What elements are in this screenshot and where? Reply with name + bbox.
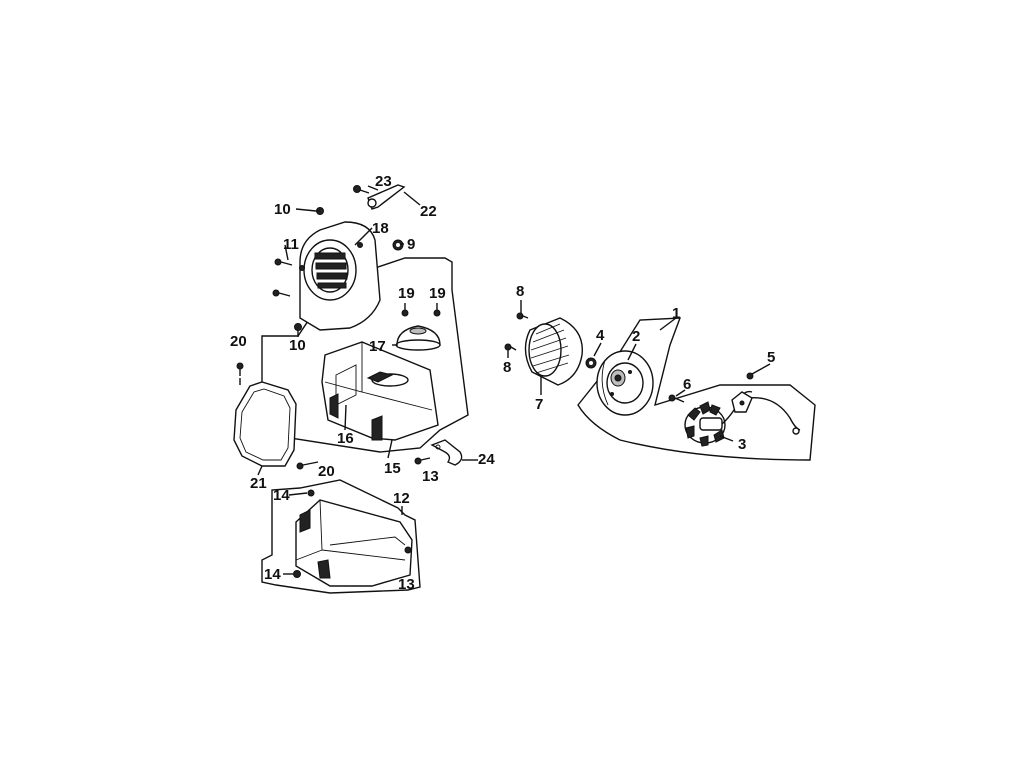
callout-5: 5 — [767, 349, 775, 366]
callout-22: 22 — [420, 203, 437, 220]
callout-23: 23 — [375, 173, 392, 190]
callout-13-lower: 13 — [398, 576, 415, 593]
callout-16: 16 — [337, 430, 354, 447]
callout-15: 15 — [384, 460, 401, 477]
pickup-part-5 — [731, 372, 800, 435]
right-assembly-outline — [577, 317, 816, 461]
bolt-part-10-lower — [294, 323, 302, 337]
screw-part-13-upper — [414, 457, 431, 465]
callout-14-bottom: 14 — [264, 566, 281, 583]
callout-1: 1 — [672, 305, 680, 322]
gasket-part-21 — [233, 381, 297, 467]
callout-2: 2 — [632, 328, 640, 345]
callout-8-left: 8 — [503, 359, 511, 376]
callout-9: 9 — [407, 236, 415, 253]
callout-4: 4 — [596, 327, 605, 344]
callout-13-upper: 13 — [422, 468, 439, 485]
stator-part-3 — [684, 390, 801, 447]
screw-part-14-top — [307, 489, 315, 497]
lower-cover-outline — [261, 479, 421, 594]
hook-part-24 — [430, 439, 463, 466]
callout-17: 17 — [369, 338, 386, 355]
callout-24: 24 — [478, 451, 495, 468]
bolt-part-19-left — [401, 303, 409, 317]
bolt-part-23 — [353, 185, 370, 194]
bolt-part-8-top — [516, 312, 529, 320]
callout-21: 21 — [250, 475, 267, 492]
callout-10-lower: 10 — [289, 337, 306, 354]
callout-20-bottom: 20 — [318, 463, 335, 480]
bracket-part-22 — [367, 184, 406, 210]
callout-14-top: 14 — [273, 487, 290, 504]
callout-8-top: 8 — [516, 283, 524, 300]
screw-part-11 — [272, 258, 293, 297]
callout-20-top: 20 — [230, 333, 247, 350]
bolt-part-8-left — [504, 343, 517, 351]
nut-part-9 — [392, 239, 404, 251]
lower-cover-part-12 — [295, 499, 413, 587]
bolt-part-19-right — [433, 303, 441, 317]
leader-lines — [239, 185, 771, 575]
shroud-part-16 — [321, 341, 439, 441]
callout-12: 12 — [393, 490, 410, 507]
flywheel-part-2 — [596, 350, 654, 416]
cap-part-17 — [395, 325, 441, 351]
callout-3: 3 — [738, 436, 746, 453]
callout-19-left: 19 — [398, 285, 415, 302]
fan-part-7 — [524, 317, 584, 386]
callout-11: 11 — [283, 236, 299, 253]
callout-6: 6 — [683, 376, 691, 393]
callout-18: 18 — [372, 220, 389, 237]
nut-part-4 — [585, 357, 597, 369]
callout-labels: 23 22 10 18 11 9 19 19 10 17 20 16 15 20… — [230, 173, 775, 593]
screw-part-6 — [668, 394, 685, 403]
callout-10-top: 10 — [274, 201, 291, 218]
screw-part-14-bottom — [293, 570, 301, 578]
screw-part-20-top — [236, 362, 244, 376]
screw-part-20-bottom — [296, 461, 319, 470]
fan-cover-part-18 — [299, 221, 381, 331]
callout-7: 7 — [535, 396, 543, 413]
callout-19-right: 19 — [429, 285, 446, 302]
